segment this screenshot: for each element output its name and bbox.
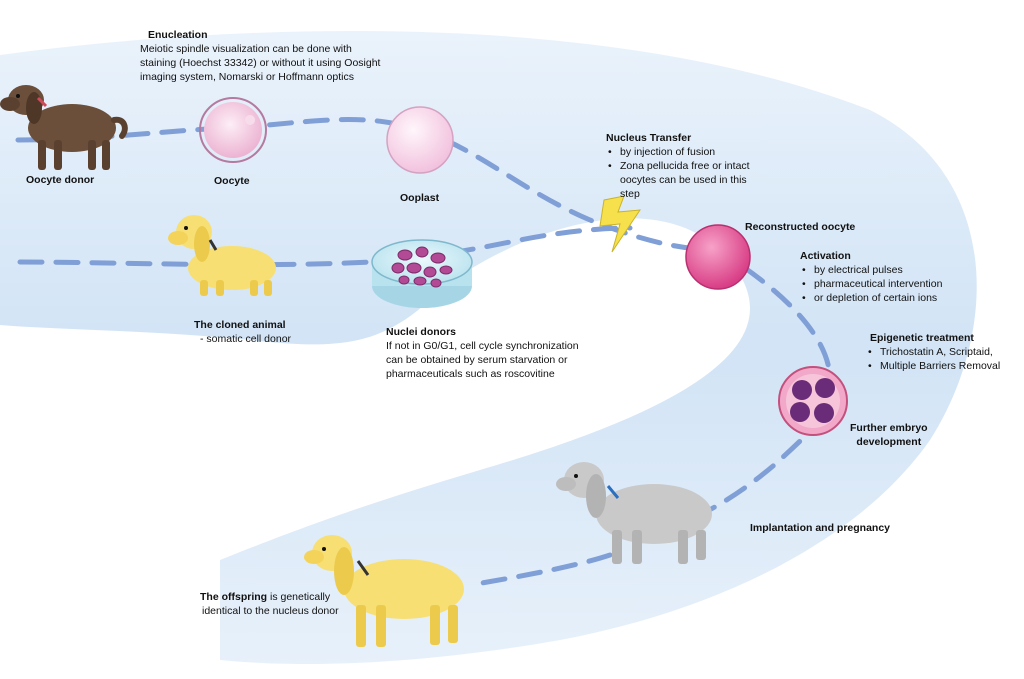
activation-title: Activation: [800, 250, 851, 262]
enucleation-line: imaging system, Nomarski or Hoffmann opt…: [140, 71, 354, 83]
further-embryo-label: Further embryo development: [850, 421, 928, 449]
offspring-rest2: identical to the nucleus donor: [202, 605, 339, 617]
enucleation-line: Meiotic spindle visualization can be don…: [140, 43, 352, 55]
nucleus-transfer-item: by injection of fusion: [606, 145, 750, 159]
offspring-block: The offspring is genetically identical t…: [200, 590, 339, 618]
cloned-animal-dog-icon: [168, 215, 276, 296]
nucleus-transfer-title: Nucleus Transfer: [606, 132, 692, 144]
oocyte-donor-dog-icon: [0, 85, 128, 170]
epigenetic-block: Epigenetic treatment Trichostatin A, Scr…: [868, 331, 1000, 373]
nuclei-donors-line: can be obtained by serum starvation or: [386, 354, 568, 366]
activation-block: Activation by electrical pulses pharmace…: [800, 249, 942, 305]
epigenetic-item: Trichostatin A, Scriptaid,: [866, 345, 1000, 359]
enucleation-title: Enucleation: [148, 29, 208, 41]
nuclei-donors-block: Nuclei donors If not in G0/G1, cell cycl…: [386, 325, 579, 381]
nucleus-transfer-item: Zona pellucida free or intact: [606, 159, 750, 173]
implantation-label: Implantation and pregnancy: [750, 522, 891, 534]
nuclei-donors-line: pharmaceuticals such as roscovitine: [386, 368, 555, 380]
activation-item: or depletion of certain ions: [800, 291, 942, 305]
activation-item: pharmaceutical intervention: [800, 277, 942, 291]
cloned-animal-title: The cloned animal: [194, 319, 286, 331]
epigenetic-item: Multiple Barriers Removal: [866, 359, 1000, 373]
enucleation-line: staining (Hoechst 33342) or without it u…: [140, 57, 381, 69]
cloned-animal-sub: - somatic cell donor: [200, 333, 292, 345]
lightning-icon: [599, 195, 641, 253]
nuclei-donors-line: If not in G0/G1, cell cycle synchronizat…: [386, 340, 579, 352]
further-embryo-line: development: [856, 436, 922, 448]
ooplast-label: Ooplast: [400, 192, 440, 204]
reconstructed-oocyte-label: Reconstructed oocyte: [745, 221, 856, 233]
oocyte-label: Oocyte: [214, 175, 250, 187]
background-band: [0, 30, 977, 664]
epigenetic-title: Epigenetic treatment: [870, 332, 974, 344]
oocyte-donor-label: Oocyte donor: [26, 174, 95, 186]
nuclei-donors-title: Nuclei donors: [386, 326, 457, 338]
surrogate-dog-icon: [556, 462, 712, 564]
nucleus-transfer-block: Nucleus Transfer by injection of fusion …: [606, 131, 750, 201]
ooplast-cell-icon: [386, 106, 454, 174]
cloned-animal-block: The cloned animal - somatic cell donor: [194, 318, 291, 346]
flow-line-bottom: [467, 552, 613, 588]
oocyte-cell-icon: [199, 97, 267, 163]
enucleation-block: Enucleation Meiotic spindle visualizatio…: [140, 28, 380, 84]
nucleus-transfer-cont: step: [620, 188, 640, 200]
offspring-dog-icon: [304, 535, 464, 647]
reconstructed-oocyte-icon: [685, 224, 751, 290]
offspring-bold: The offspring: [200, 591, 268, 603]
nucleus-transfer-cont: oocytes can be used in this: [620, 174, 747, 186]
activation-item: by electrical pulses: [800, 263, 942, 277]
embryo-icon: [778, 366, 848, 436]
offspring-rest: is genetically: [267, 591, 331, 603]
further-embryo-line: Further embryo: [850, 422, 928, 434]
petri-dish-icon: [371, 239, 473, 308]
